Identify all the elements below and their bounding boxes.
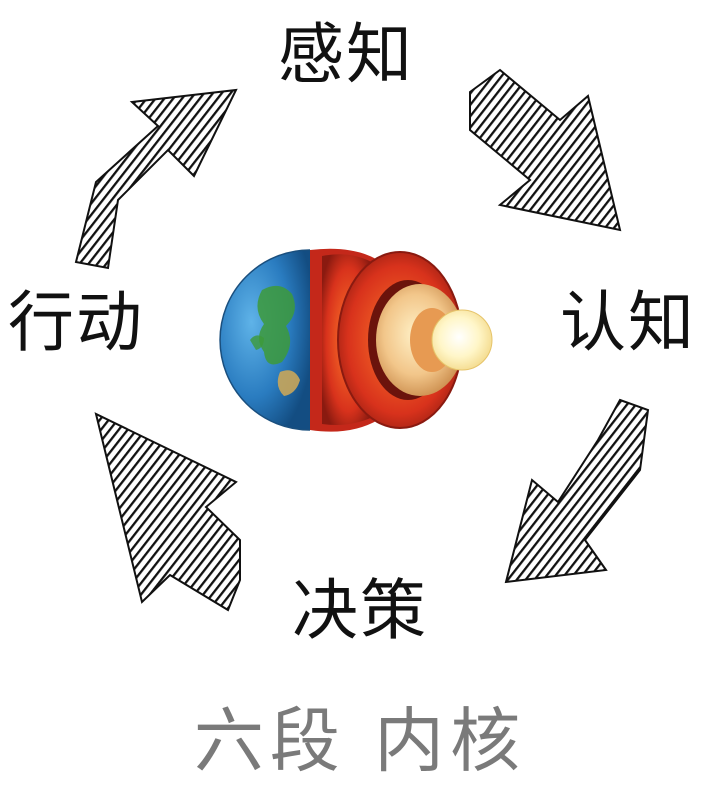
node-cognition: 认知 [560, 290, 696, 356]
arrow-top-to-right [470, 70, 620, 230]
arrow-left-to-top [76, 90, 236, 268]
arrow-right-to-bottom [506, 400, 648, 582]
diagram-subtitle: 六段 内核 [0, 706, 720, 776]
earth-core-illustration [220, 249, 492, 432]
node-decision: 决策 [292, 578, 428, 644]
arrow-bottom-to-left [96, 414, 240, 610]
node-perception: 感知 [278, 22, 414, 88]
node-action: 行动 [8, 290, 144, 356]
